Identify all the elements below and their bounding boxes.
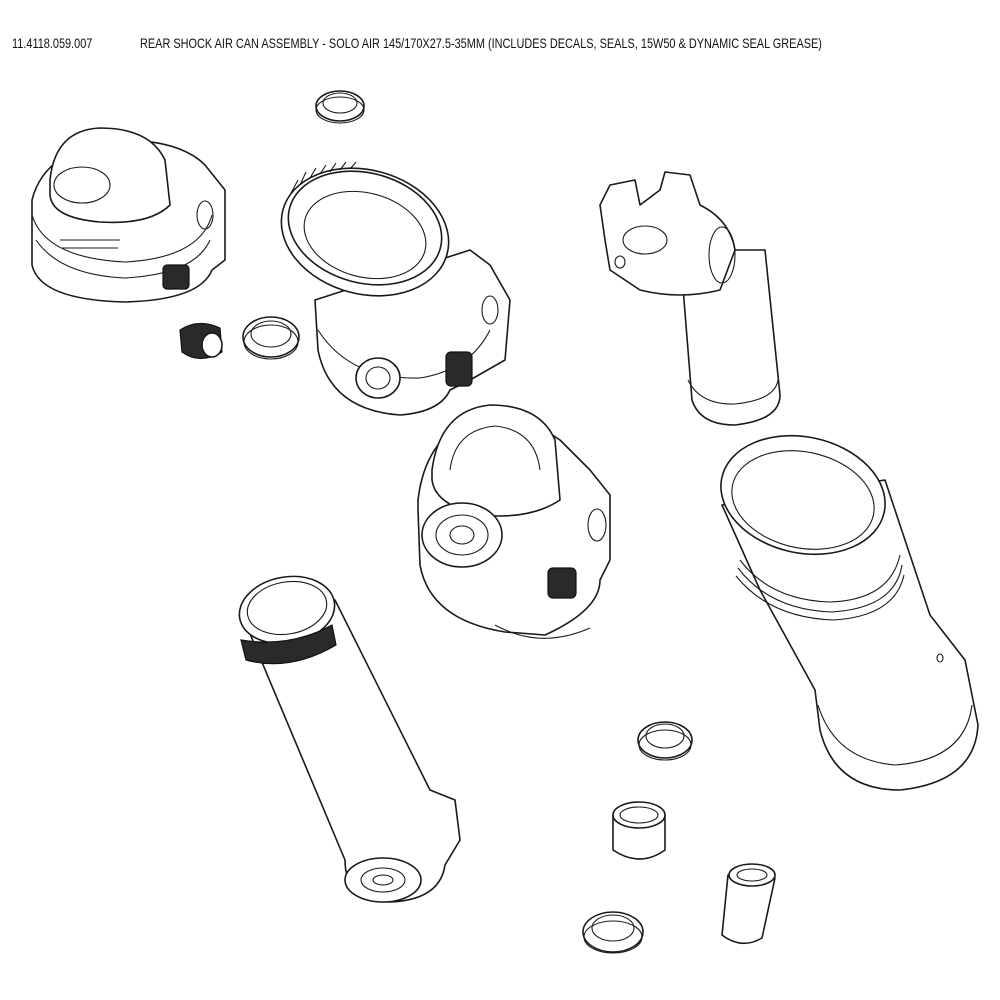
eyelet-head-left: [31, 127, 226, 303]
seal-ring-top: [315, 90, 365, 124]
seal-ring-lower: [637, 721, 693, 761]
eyelet-body-right: [599, 171, 781, 426]
damper-body-tube: [238, 575, 461, 903]
knurled-knob: [179, 322, 223, 360]
seal-ring-left: [242, 316, 300, 360]
seal-ring-bottom: [582, 911, 644, 954]
air-can-head: [280, 161, 511, 416]
outer-air-can-sleeve: [720, 434, 979, 791]
bushing-right: [721, 863, 776, 945]
assembly-title: REAR SHOCK AIR CAN ASSEMBLY - SOLO AIR 1…: [140, 35, 822, 51]
bushing-left: [612, 801, 666, 860]
part-number: 11.4118.059.007: [12, 35, 93, 51]
eyelet-head-middle: [417, 404, 611, 639]
